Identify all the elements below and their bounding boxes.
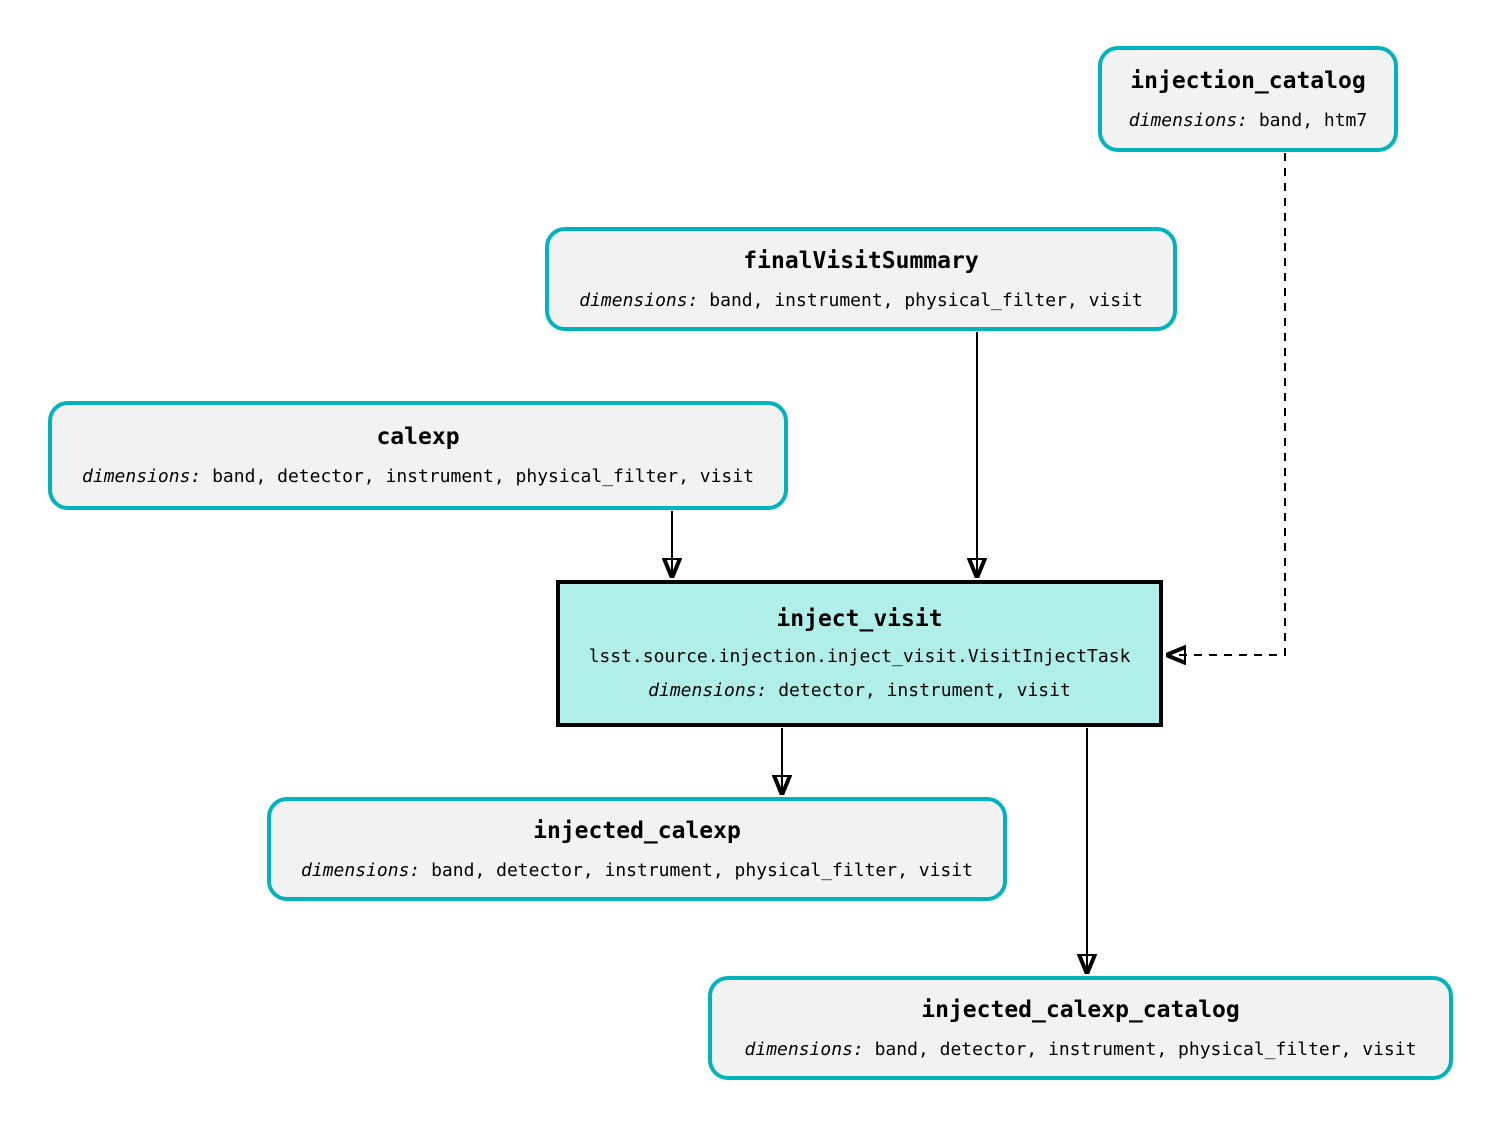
node-inject-visit-dimensions: dimensions: detector, instrument, visit — [648, 680, 1071, 701]
node-injection-catalog: injection_catalog dimensions: band, htm7 — [1098, 46, 1398, 152]
dimensions-value: detector, instrument, visit — [778, 680, 1071, 701]
node-finalvisitsummary: finalVisitSummary dimensions: band, inst… — [545, 227, 1177, 331]
dimensions-label: dimensions: — [301, 859, 421, 881]
node-inject-visit-task-class: lsst.source.injection.inject_visit.Visit… — [588, 646, 1131, 667]
dimensions-value: band, detector, instrument, physical_fil… — [874, 1038, 1417, 1060]
dimensions-label: dimensions: — [82, 466, 202, 487]
node-injection-catalog-dimensions: dimensions: band, htm7 — [1129, 110, 1367, 131]
node-injected-calexp-dimensions: dimensions: band, detector, instrument, … — [301, 860, 973, 881]
node-injected-calexp-title: injected_calexp — [533, 817, 741, 844]
dimensions-value: band, detector, instrument, physical_fil… — [431, 859, 973, 881]
node-finalvisitsummary-dimensions: dimensions: band, instrument, physical_f… — [579, 290, 1143, 311]
node-calexp-title: calexp — [376, 424, 460, 450]
dimensions-value: band, instrument, physical_filter, visit — [709, 289, 1143, 311]
dimensions-label: dimensions: — [744, 1038, 864, 1060]
node-inject-visit-title: inject_visit — [776, 606, 943, 632]
node-injection-catalog-title: injection_catalog — [1130, 67, 1366, 94]
node-injected-calexp-catalog-title: injected_calexp_catalog — [921, 996, 1240, 1023]
node-injected-calexp-catalog-dimensions: dimensions: band, detector, instrument, … — [745, 1039, 1417, 1060]
node-finalvisitsummary-title: finalVisitSummary — [743, 247, 979, 274]
dimensions-label: dimensions: — [1128, 109, 1248, 131]
dimensions-label: dimensions: — [648, 680, 768, 701]
node-calexp-dimensions: dimensions: band, detector, instrument, … — [82, 466, 754, 487]
node-injected-calexp: injected_calexp dimensions: band, detect… — [267, 797, 1007, 901]
node-inject-visit-task: inject_visit lsst.source.injection.injec… — [556, 580, 1163, 727]
dimensions-value: band, htm7 — [1258, 109, 1368, 131]
node-calexp: calexp dimensions: band, detector, instr… — [48, 401, 788, 510]
edge-injection-catalog-to-inject-visit — [1167, 153, 1286, 655]
node-injected-calexp-catalog: injected_calexp_catalog dimensions: band… — [708, 976, 1453, 1080]
dimensions-label: dimensions: — [579, 289, 699, 311]
dimensions-value: band, detector, instrument, physical_fil… — [212, 466, 754, 487]
